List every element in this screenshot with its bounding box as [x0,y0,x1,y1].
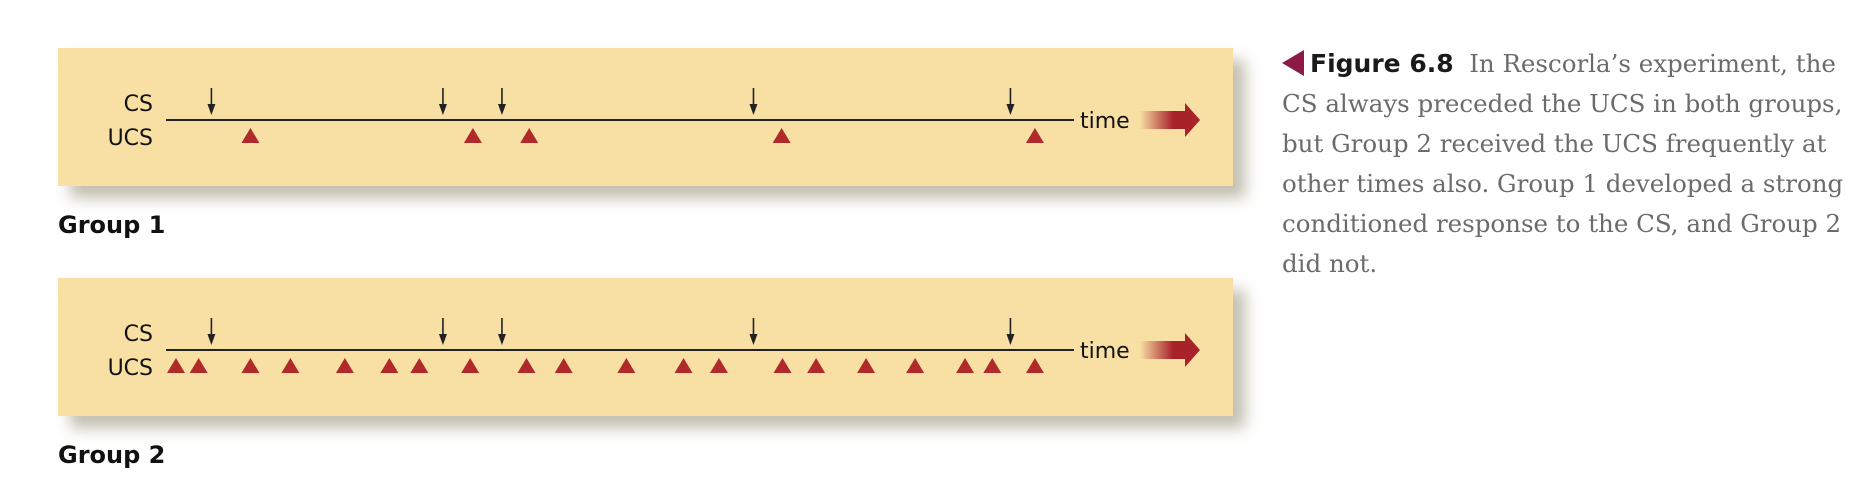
ucs-triangle [956,358,975,373]
ucs-triangle [983,358,1002,373]
cs-arrow-head [1006,104,1015,115]
ucs-triangle [241,128,260,143]
cs-arrow-head [497,334,506,345]
figure-label: Figure 6.8 [1310,49,1454,78]
ucs-triangle [241,358,260,373]
ucs-triangle [335,358,354,373]
ucs-triangle [410,358,429,373]
ucs-triangle [461,358,480,373]
ucs-triangle [380,358,399,373]
ucs-triangle [857,358,876,373]
cs-arrow-marks [207,88,1015,115]
figure-caption: Figure 6.8 In Rescorla’s experiment, the… [1282,44,1857,284]
group-2-label: Group 2 [58,441,166,469]
ucs-triangle [166,358,185,373]
ucs-triangle [463,128,482,143]
cs-row-label: CS [124,322,153,347]
cs-arrow-head [438,334,447,345]
ucs-triangle [772,128,791,143]
cs-arrow-head [749,334,758,345]
group-1-timeline-panel: CS UCS time [58,48,1233,186]
cs-arrow-head [1006,334,1015,345]
cs-arrow-head [207,334,216,345]
group-1-label: Group 1 [58,211,166,239]
ucs-row-label: UCS [108,356,153,381]
ucs-triangle [281,358,300,373]
cs-arrow-head [207,104,216,115]
ucs-triangle [709,358,728,373]
caption-marker-icon [1282,50,1304,76]
ucs-triangle [906,358,925,373]
cs-arrow-head [497,104,506,115]
ucs-row-label: UCS [108,126,153,151]
ucs-triangle [189,358,208,373]
time-direction-arrow [1140,333,1200,367]
ucs-triangle [520,128,539,143]
ucs-triangle [807,358,826,373]
ucs-triangle [1025,128,1044,143]
group-2-timeline-diagram: CS UCS time [108,318,1200,381]
cs-arrow-head [749,104,758,115]
ucs-triangle-marks [166,358,1044,373]
cs-row-label: CS [124,92,153,117]
ucs-triangle [517,358,536,373]
time-label: time [1080,109,1130,134]
group-2-timeline-panel: CS UCS time [58,278,1233,416]
cs-arrow-head [438,104,447,115]
time-direction-arrow [1140,103,1200,137]
ucs-triangle [674,358,693,373]
ucs-triangle [1025,358,1044,373]
ucs-triangle [773,358,792,373]
ucs-triangle [617,358,636,373]
group-1-timeline-diagram: CS UCS time [108,88,1200,151]
time-label: time [1080,339,1130,364]
caption-text: In Rescorla’s experiment, the CS always … [1282,49,1844,278]
ucs-triangle [554,358,573,373]
cs-arrow-marks [207,318,1015,345]
ucs-triangle-marks [241,128,1044,143]
